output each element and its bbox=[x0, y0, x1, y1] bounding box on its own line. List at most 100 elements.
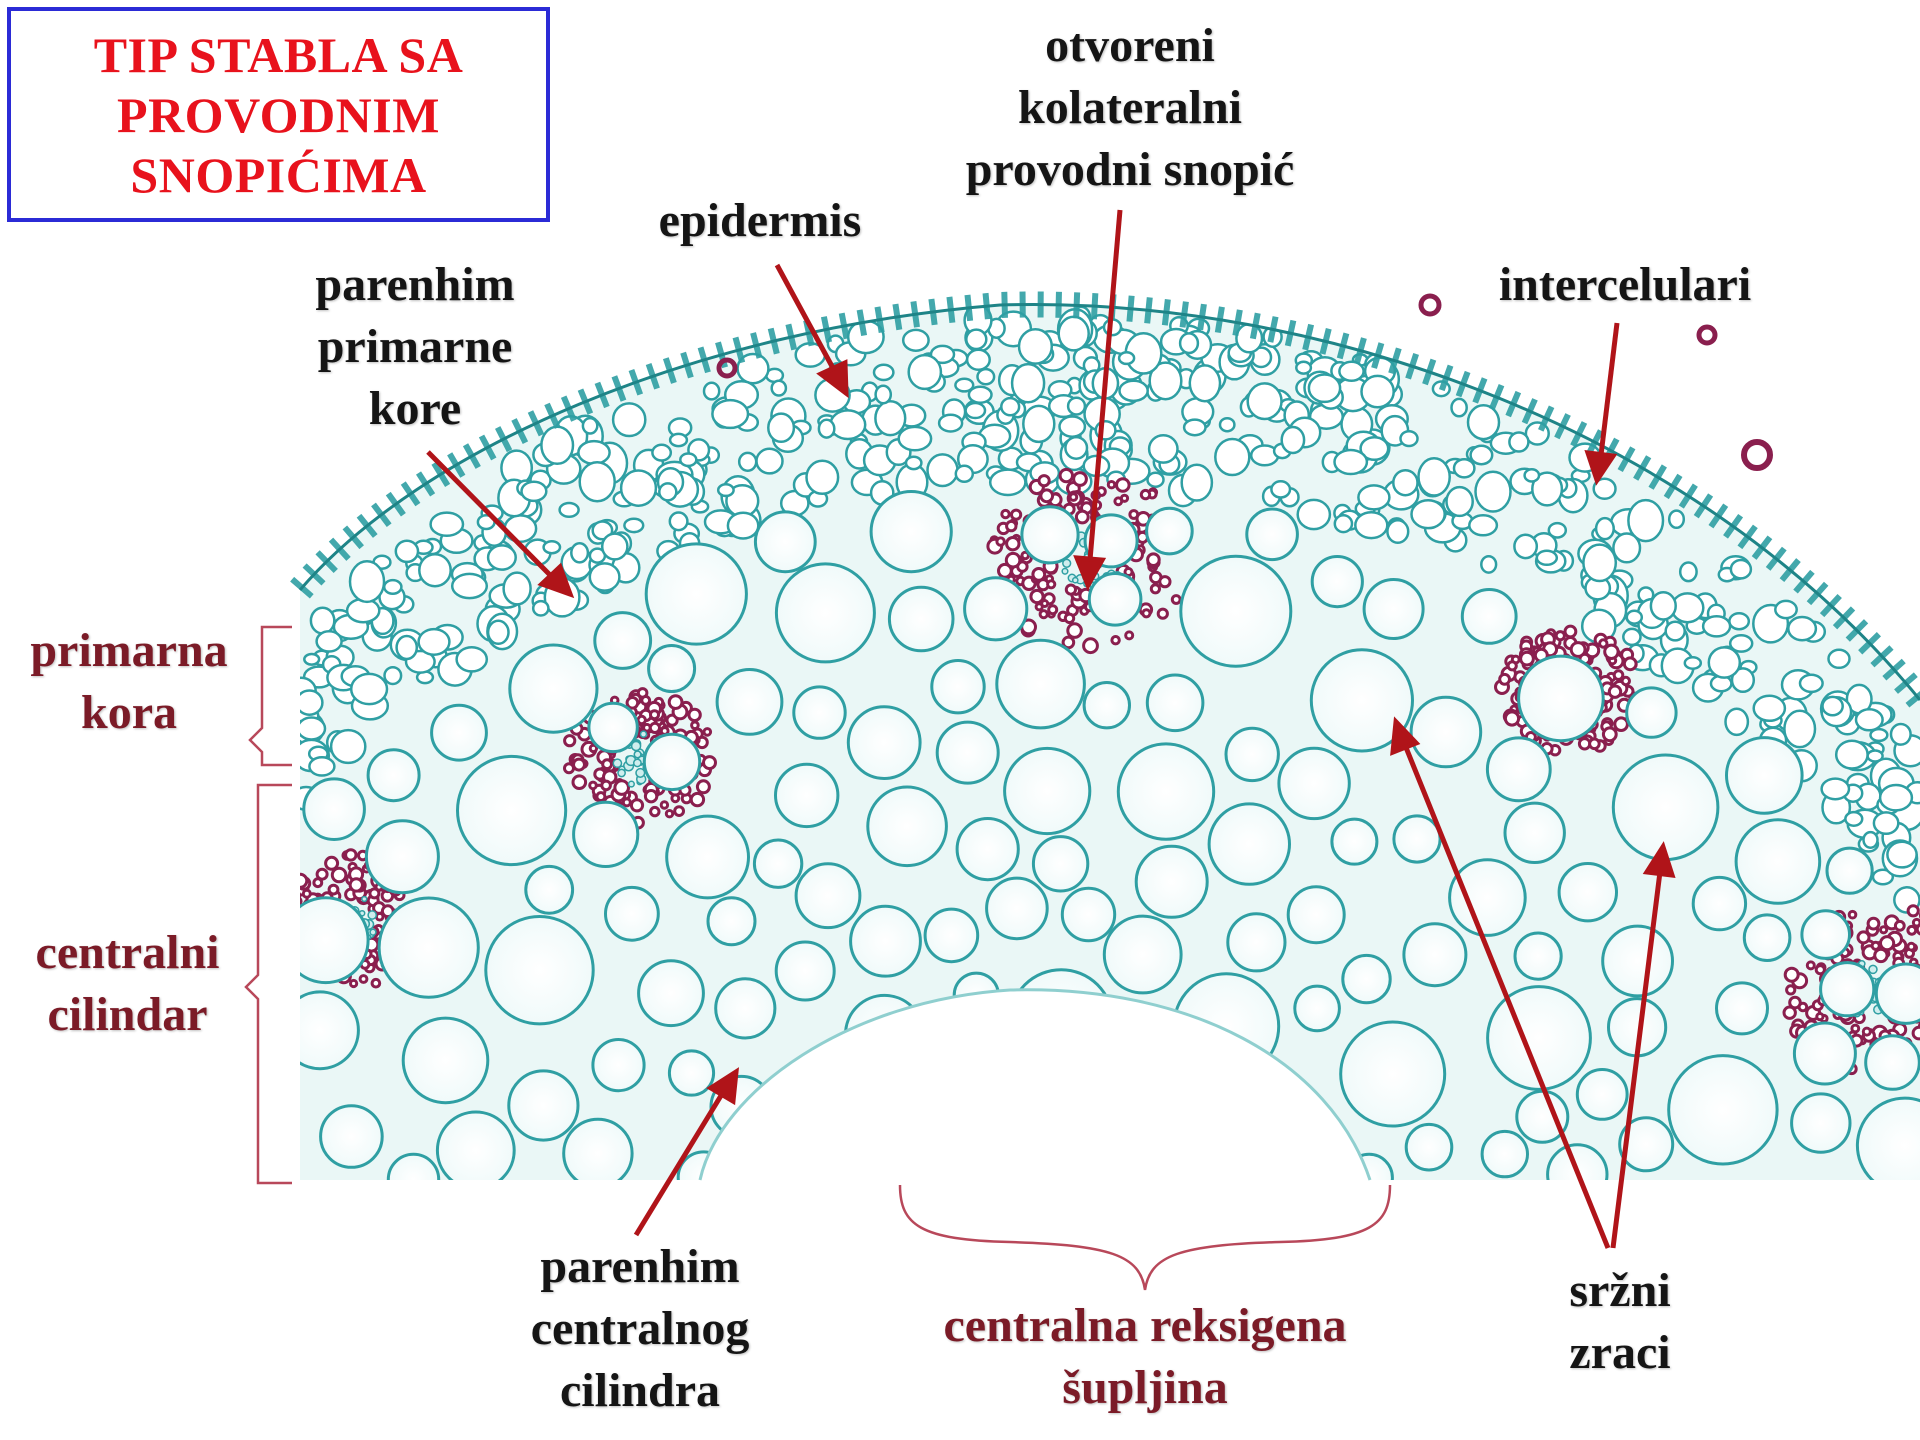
cortex-cell bbox=[1726, 709, 1748, 735]
sclerenchyma-cell bbox=[1565, 626, 1576, 637]
sclerenchyma-cell bbox=[1007, 521, 1016, 530]
cortex-cell bbox=[1019, 329, 1052, 363]
pith-cell bbox=[564, 1119, 632, 1187]
pith-cell bbox=[593, 1040, 644, 1091]
label-cortex-parenchyma: parenhim primarne kore bbox=[270, 254, 560, 440]
pith-cell bbox=[1209, 804, 1289, 884]
sclerenchyma-cell bbox=[1117, 479, 1130, 492]
sclerenchyma-cell bbox=[332, 868, 346, 882]
pith-cell bbox=[796, 864, 860, 928]
cortex-cell bbox=[1613, 534, 1640, 563]
sclerenchyma-cell bbox=[1112, 637, 1119, 644]
cortex-cell bbox=[1856, 709, 1883, 730]
cortex-cell bbox=[1184, 420, 1205, 436]
sclerenchyma-cell bbox=[1070, 494, 1077, 501]
sclerenchyma-cell bbox=[1913, 919, 1920, 926]
pith-cell bbox=[851, 906, 921, 976]
sclerenchyma-cell bbox=[1872, 942, 1879, 949]
cortex-cell bbox=[1012, 364, 1044, 402]
pith-cell bbox=[1104, 916, 1181, 993]
sclerenchyma-cell bbox=[292, 921, 299, 928]
cortex-cell bbox=[967, 350, 990, 370]
cortex-cell bbox=[659, 483, 676, 500]
cortex-cell bbox=[1059, 317, 1089, 351]
sclerenchyma-cell bbox=[351, 980, 357, 986]
cortex-cell bbox=[1271, 481, 1290, 497]
cortex-cell bbox=[624, 519, 643, 532]
cortex-cell bbox=[670, 434, 687, 446]
sclerenchyma-cell bbox=[597, 793, 605, 801]
pith-cell bbox=[776, 764, 838, 826]
pith-cell bbox=[510, 645, 597, 732]
sclerenchyma-cell bbox=[697, 781, 709, 793]
pith-cell bbox=[987, 878, 1048, 939]
pith-cell bbox=[1802, 911, 1850, 959]
cortex-cell bbox=[1468, 405, 1499, 439]
pith-cell bbox=[388, 1154, 438, 1204]
sclerenchyma-cell bbox=[603, 760, 612, 769]
cortex-cell bbox=[718, 484, 733, 496]
pith-cell bbox=[283, 898, 368, 983]
pith-cell bbox=[1450, 860, 1526, 936]
sclerenchyma-cell bbox=[1881, 937, 1894, 950]
pith-cell bbox=[1404, 924, 1466, 986]
sclerenchyma-cell bbox=[573, 776, 586, 789]
sclerenchyma-cell bbox=[289, 909, 299, 919]
sclerenchyma-cell bbox=[284, 879, 297, 892]
pith-cell bbox=[1364, 580, 1423, 639]
sclerenchyma-cell bbox=[666, 811, 672, 817]
label-central-cavity: centralna reksigena šupljina bbox=[890, 1295, 1400, 1419]
sclerenchyma-cell bbox=[1508, 662, 1516, 670]
sclerenchyma-cell bbox=[1040, 611, 1047, 618]
cortex-cell bbox=[452, 574, 487, 598]
sclerenchyma-cell bbox=[661, 802, 667, 808]
sclerenchyma-cell bbox=[1160, 577, 1170, 587]
sclerenchyma-cell bbox=[1172, 596, 1180, 604]
title-line: SNOPIĆIMA bbox=[130, 145, 426, 205]
sclerenchyma-cell bbox=[1012, 510, 1021, 519]
sclerenchyma-cell bbox=[1042, 601, 1048, 607]
sclerenchyma-cell bbox=[1033, 569, 1045, 581]
sclerenchyma-cell bbox=[565, 736, 575, 746]
sclerenchyma-cell bbox=[1505, 712, 1518, 725]
sclerenchyma-cell bbox=[294, 898, 302, 906]
sclerenchyma-cell bbox=[1784, 1007, 1795, 1018]
cortex-cell bbox=[768, 414, 794, 442]
sclerenchyma-cell bbox=[627, 698, 638, 709]
sclerenchyma-cell bbox=[1002, 510, 1009, 517]
cortex-cell bbox=[966, 330, 986, 349]
cortex-cell bbox=[1149, 435, 1177, 462]
cortex-cell bbox=[1248, 383, 1282, 419]
cortex-cell bbox=[772, 381, 786, 396]
pith-cell bbox=[1717, 983, 1768, 1034]
phloem-cell bbox=[1062, 569, 1068, 575]
sclerenchyma-cell bbox=[642, 697, 650, 705]
cortex-cell bbox=[1120, 381, 1148, 401]
sclerenchyma-cell bbox=[590, 782, 597, 789]
sclerenchyma-cell bbox=[1624, 658, 1636, 670]
sclerenchyma-cell bbox=[1060, 469, 1072, 481]
sclerenchyma-cell bbox=[314, 879, 322, 887]
phloem-cell bbox=[1073, 578, 1078, 583]
phloem-cell bbox=[618, 769, 625, 776]
sclerenchyma-cell bbox=[1151, 585, 1159, 593]
sclerenchyma-cell bbox=[1007, 538, 1019, 550]
sclerenchyma-cell bbox=[276, 892, 287, 903]
cortex-cell bbox=[1537, 551, 1557, 565]
sclerenchyma-cell bbox=[1849, 911, 1856, 918]
pith-cell bbox=[589, 703, 637, 751]
sclerenchyma-cell bbox=[1158, 609, 1167, 618]
cortex-cell bbox=[1355, 512, 1387, 538]
pith-cell bbox=[321, 1106, 383, 1168]
sclerenchyma-cell bbox=[1785, 968, 1798, 981]
cortex-cell bbox=[431, 513, 463, 536]
phloem-cell bbox=[636, 769, 645, 778]
sclerenchyma-cell bbox=[1908, 943, 1915, 950]
sclerenchyma-cell bbox=[650, 723, 659, 732]
cortex-cell bbox=[544, 541, 560, 553]
pith-cell bbox=[644, 734, 699, 789]
phloem-cell bbox=[629, 781, 635, 787]
cortex-cell bbox=[1549, 523, 1566, 537]
cortex-cell bbox=[1339, 362, 1363, 381]
sclerenchyma-cell bbox=[1121, 495, 1127, 501]
